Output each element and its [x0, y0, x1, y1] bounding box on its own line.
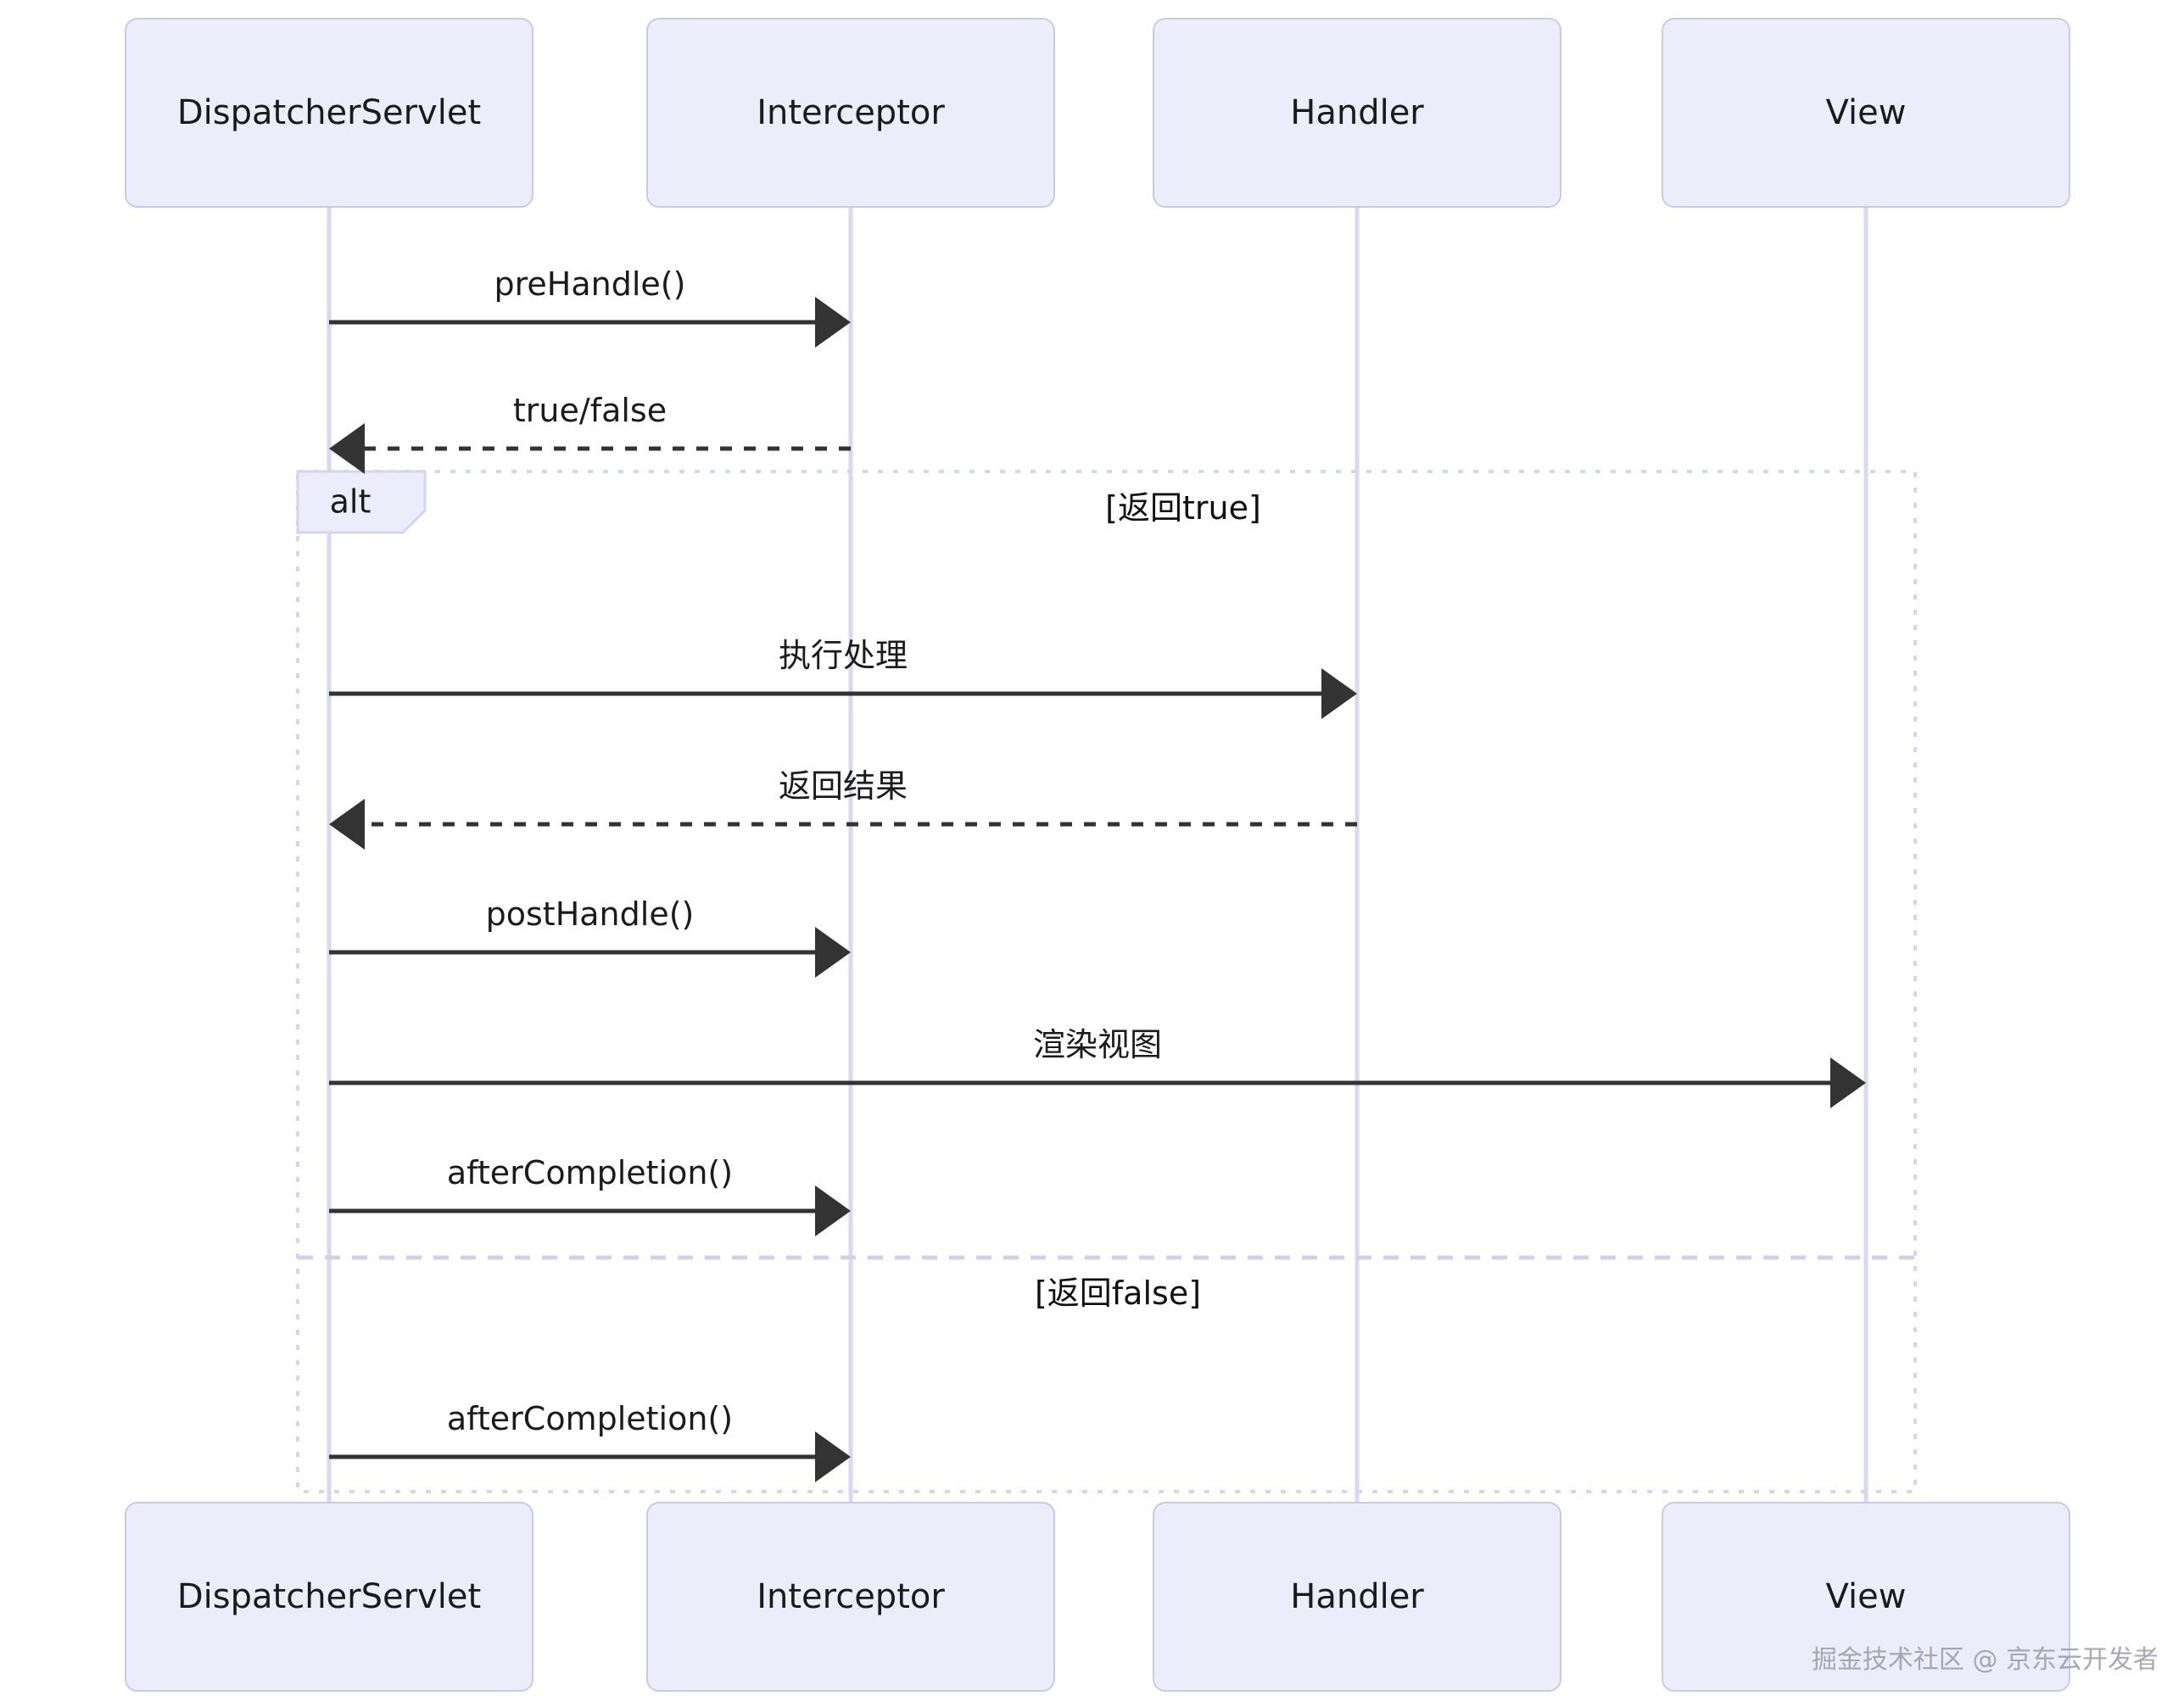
watermark-label: 掘金技术社区 @ 京东云开发者 — [1812, 1645, 2159, 1675]
participant-box-interceptor[interactable] — [646, 18, 1055, 208]
message-label-m4: 返回结果 — [779, 767, 908, 805]
participant-bottom-interceptor[interactable]: Interceptor — [646, 1502, 1055, 1692]
participant-top-handler[interactable]: Handler — [1153, 18, 1561, 208]
message-label-m7: afterCompletion() — [447, 1154, 733, 1191]
participant-bottom-view[interactable]: View — [1662, 1502, 2070, 1692]
participant-box-view[interactable] — [1662, 18, 2070, 208]
participant-label-interceptor: Interceptor — [757, 93, 945, 132]
message-arrowhead-m4 — [329, 799, 365, 850]
message-m8: afterCompletion() — [329, 1400, 851, 1482]
participant-box-interceptor[interactable] — [646, 1502, 1055, 1692]
message-m1: preHandle() — [329, 265, 851, 348]
participant-label-view: View — [1826, 93, 1907, 132]
message-arrowhead-m3 — [1321, 668, 1357, 719]
participant-label-interceptor: Interceptor — [757, 1577, 945, 1616]
message-label-m8: afterCompletion() — [447, 1400, 733, 1437]
message-label-m2: true/false — [513, 392, 667, 429]
watermark-layer: 掘金技术社区 @ 京东云开发者 — [1812, 1645, 2159, 1675]
message-label-m5: postHandle() — [486, 895, 695, 933]
alt-fragment-tab — [296, 470, 427, 534]
message-m7: afterCompletion() — [329, 1154, 851, 1236]
alt-branch-condition-1: [返回true] — [1105, 489, 1261, 527]
participant-box-view[interactable] — [1662, 1502, 2070, 1692]
participant-label-dispatcher: DispatcherServlet — [177, 1577, 481, 1616]
participant-bottom-handler[interactable]: Handler — [1153, 1502, 1561, 1692]
alt-fragment-border — [296, 470, 1917, 1493]
alt-fragment-layer: alt [返回true] [返回false] — [296, 470, 1917, 1493]
message-arrowhead-m6 — [1830, 1057, 1866, 1108]
participant-box-dispatcher[interactable] — [125, 1502, 533, 1692]
message-m6: 渲染视图 — [329, 1026, 1866, 1108]
message-arrowhead-m2 — [329, 423, 365, 474]
message-arrowhead-m5 — [815, 927, 851, 978]
message-m4: 返回结果 — [329, 767, 1357, 850]
participant-box-dispatcher[interactable] — [125, 18, 533, 208]
message-m5: postHandle() — [329, 895, 851, 978]
participant-top-view[interactable]: View — [1662, 18, 2070, 208]
message-arrowhead-m7 — [815, 1185, 851, 1236]
message-m3: 执行处理 — [329, 637, 1357, 719]
participant-top-interceptor[interactable]: Interceptor — [646, 18, 1055, 208]
message-label-m3: 执行处理 — [779, 637, 908, 674]
message-label-m6: 渲染视图 — [1033, 1026, 1162, 1063]
participant-bottom-dispatcher[interactable]: DispatcherServlet — [125, 1502, 533, 1692]
message-label-m1: preHandle() — [494, 265, 686, 303]
lifelines-layer — [327, 207, 1868, 1503]
message-m2: true/false — [329, 392, 851, 474]
participant-label-view: View — [1826, 1577, 1907, 1616]
participant-box-handler[interactable] — [1153, 1502, 1561, 1692]
alt-branch-condition-2: [返回false] — [1035, 1275, 1201, 1312]
message-arrowhead-m1 — [815, 297, 851, 348]
message-arrowhead-m8 — [815, 1431, 851, 1482]
alt-fragment-operator-label: alt — [330, 483, 371, 521]
participant-label-handler: Handler — [1290, 93, 1424, 132]
participant-label-dispatcher: DispatcherServlet — [177, 93, 481, 132]
participant-top-dispatcher[interactable]: DispatcherServlet — [125, 18, 533, 208]
participant-box-handler[interactable] — [1153, 18, 1561, 208]
participant-label-handler: Handler — [1290, 1577, 1424, 1616]
